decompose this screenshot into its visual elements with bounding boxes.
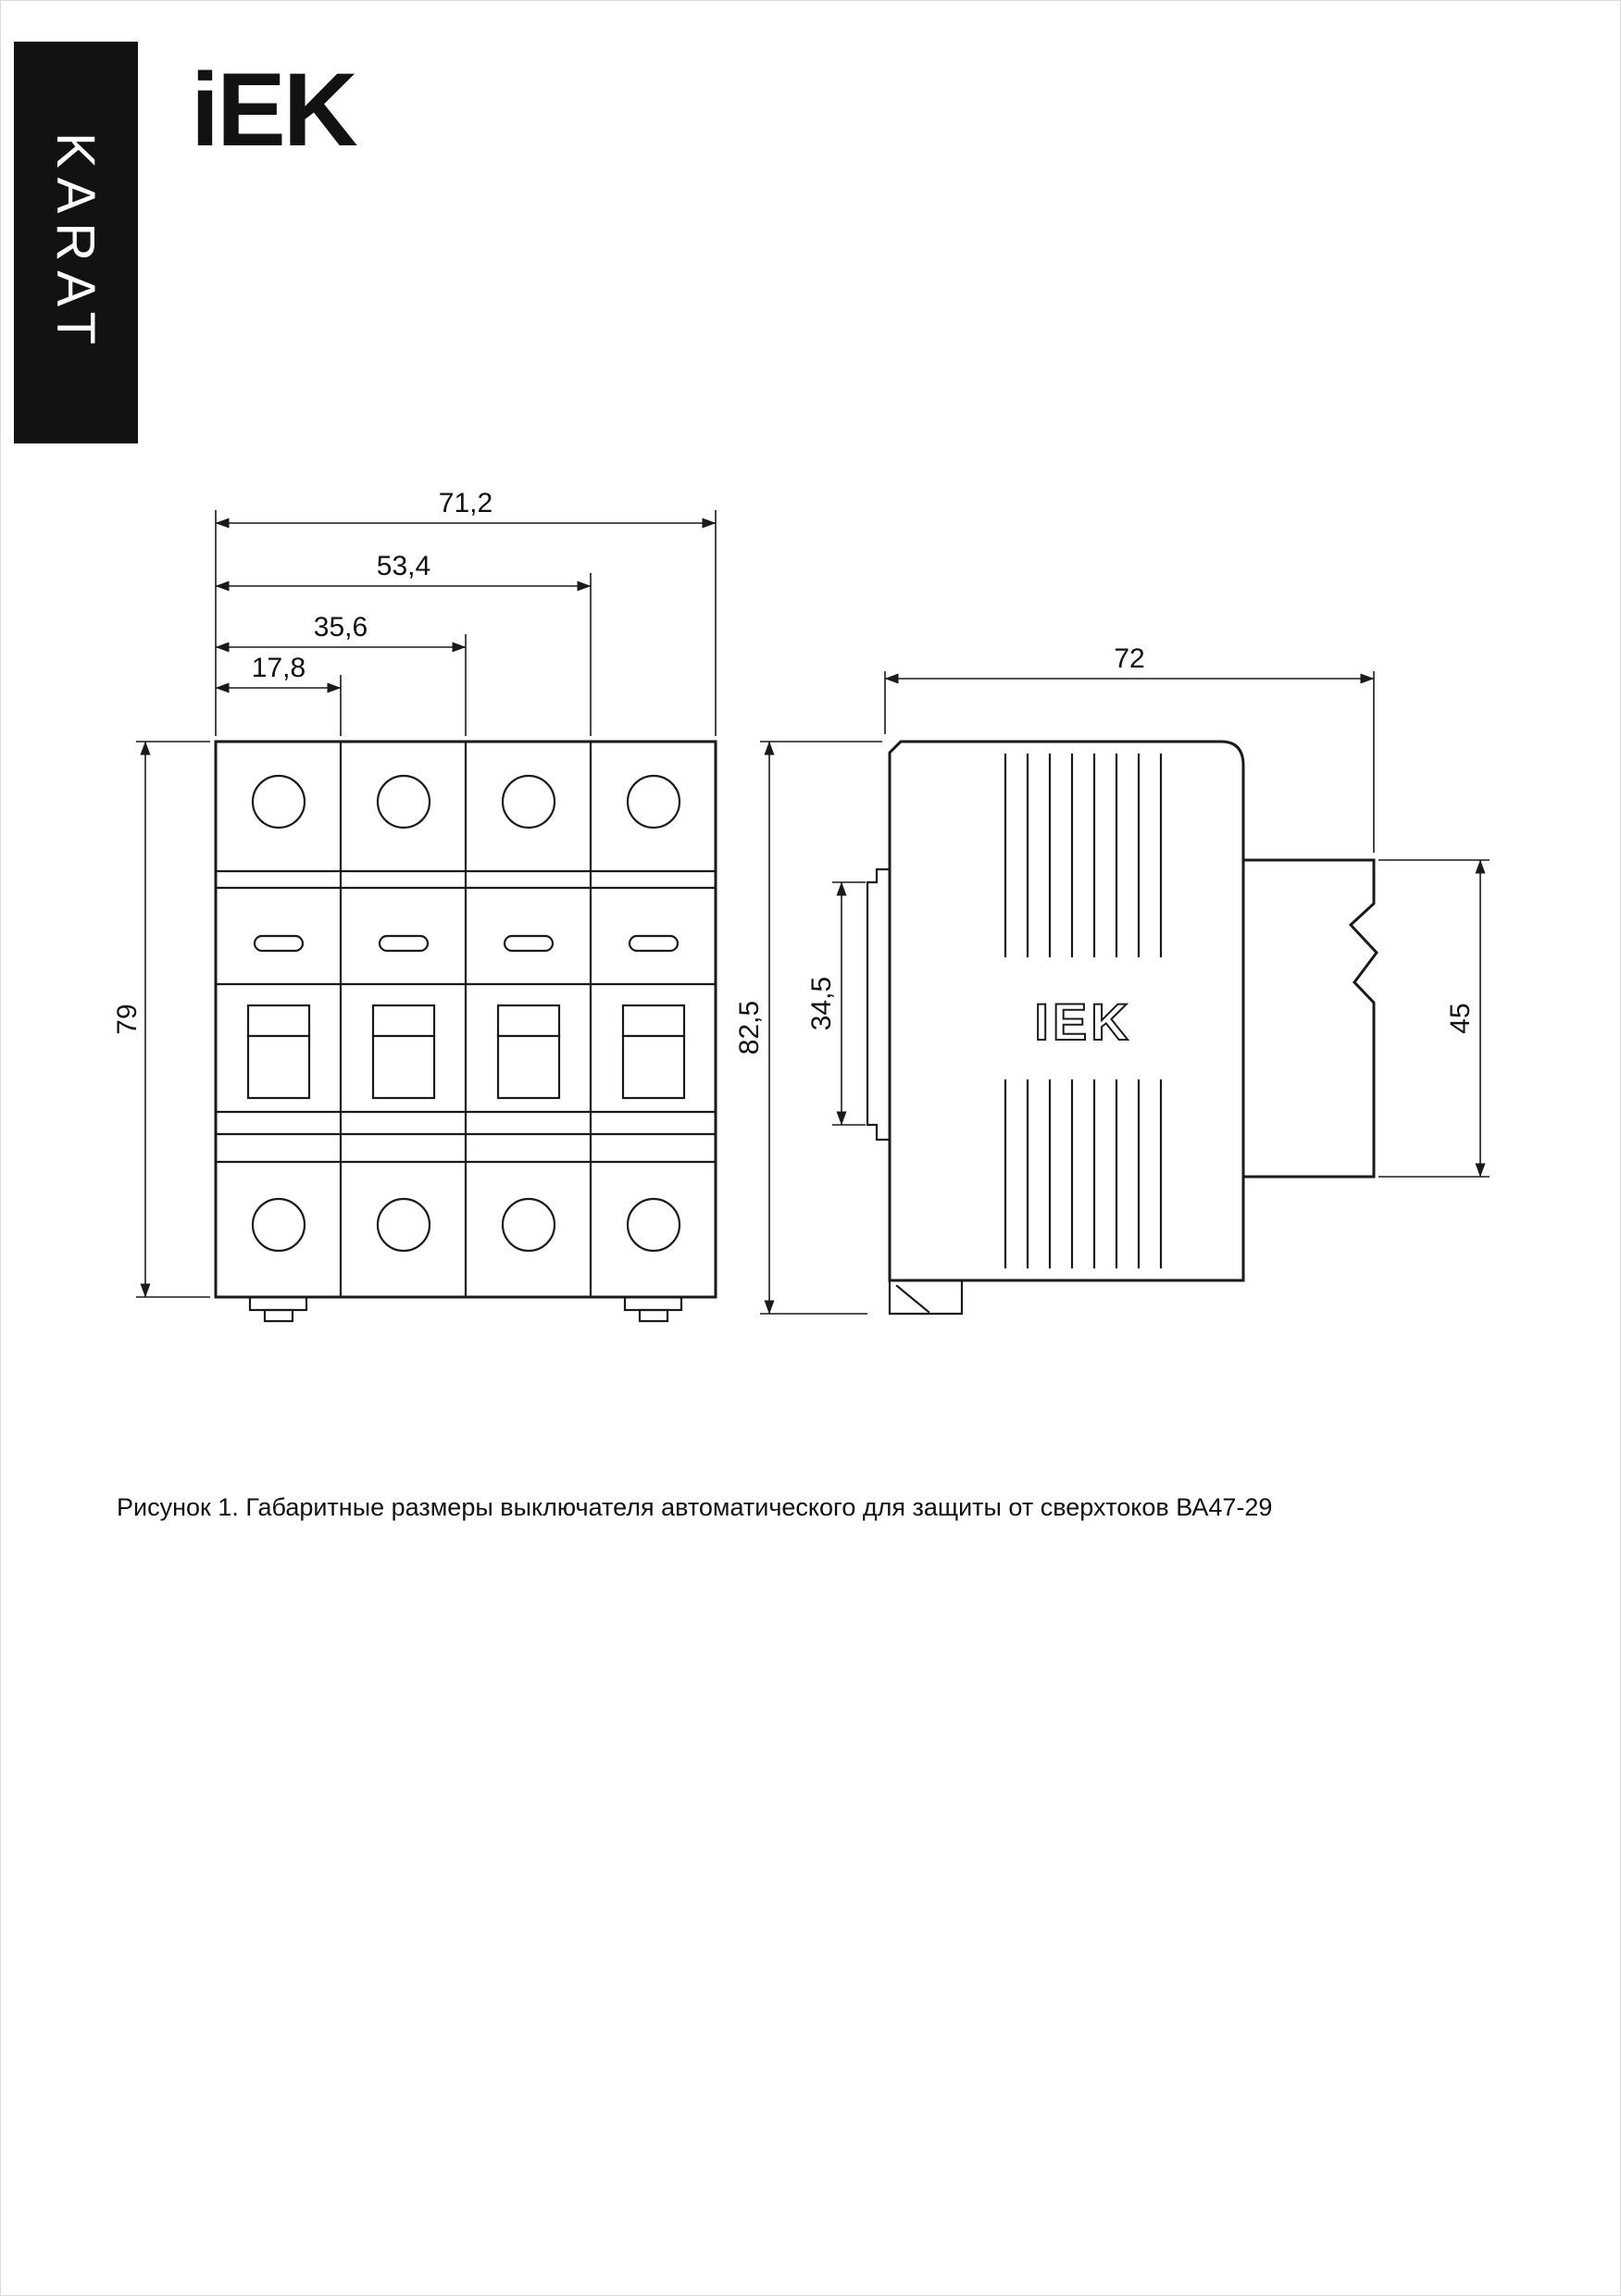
iek-logo-side: IEK <box>1034 992 1131 1051</box>
terminal-block <box>1241 858 1378 1179</box>
din-clip-foot <box>888 1279 964 1316</box>
din-clip <box>248 1295 308 1323</box>
indicator-window <box>253 934 305 953</box>
dim-label-17-8: 17,8 <box>252 653 305 683</box>
toggle-handle <box>246 1004 311 1100</box>
toggle-handle <box>496 1004 561 1100</box>
indicator-window <box>378 934 430 953</box>
dim-label-34-5: 34,5 <box>806 977 837 1030</box>
ventilation-ribs <box>1004 753 1163 1269</box>
terminal-screw <box>251 774 306 830</box>
toggle-handle <box>621 1004 686 1100</box>
toggle-handle <box>371 1004 436 1100</box>
dim-label-53-4: 53,4 <box>377 551 430 581</box>
terminal-screw <box>376 774 431 830</box>
terminal-screw <box>626 1197 681 1253</box>
dim-label-35-6: 35,6 <box>314 612 368 643</box>
dim-label-72: 72 <box>1114 643 1144 674</box>
figure-caption: Рисунок 1. Габаритные размеры выключател… <box>117 1493 1273 1521</box>
dim-label-71-2: 71,2 <box>439 488 493 518</box>
terminal-screw <box>251 1197 306 1253</box>
side-view: IEK <box>866 740 1378 1316</box>
dim-label-45: 45 <box>1445 1003 1476 1033</box>
dim-label-82-5: 82,5 <box>734 1001 765 1054</box>
karat-series-banner: KARAT <box>14 42 138 443</box>
indicator-window <box>503 934 555 953</box>
side-view-dimensions: 72 82,5 34,5 45 <box>734 643 1490 1315</box>
indicator-window <box>628 934 680 953</box>
front-view <box>214 740 717 1323</box>
dim-label-79: 79 <box>112 1004 143 1034</box>
terminal-screw <box>501 1197 556 1253</box>
terminal-screw <box>501 774 556 830</box>
iek-logo: iEK <box>191 52 358 168</box>
terminal-screw <box>626 774 681 830</box>
front-view-dimensions: 17,8 35,6 53,4 71,2 79 <box>112 488 717 1298</box>
din-clip <box>623 1295 683 1323</box>
terminal-screw <box>376 1197 431 1253</box>
